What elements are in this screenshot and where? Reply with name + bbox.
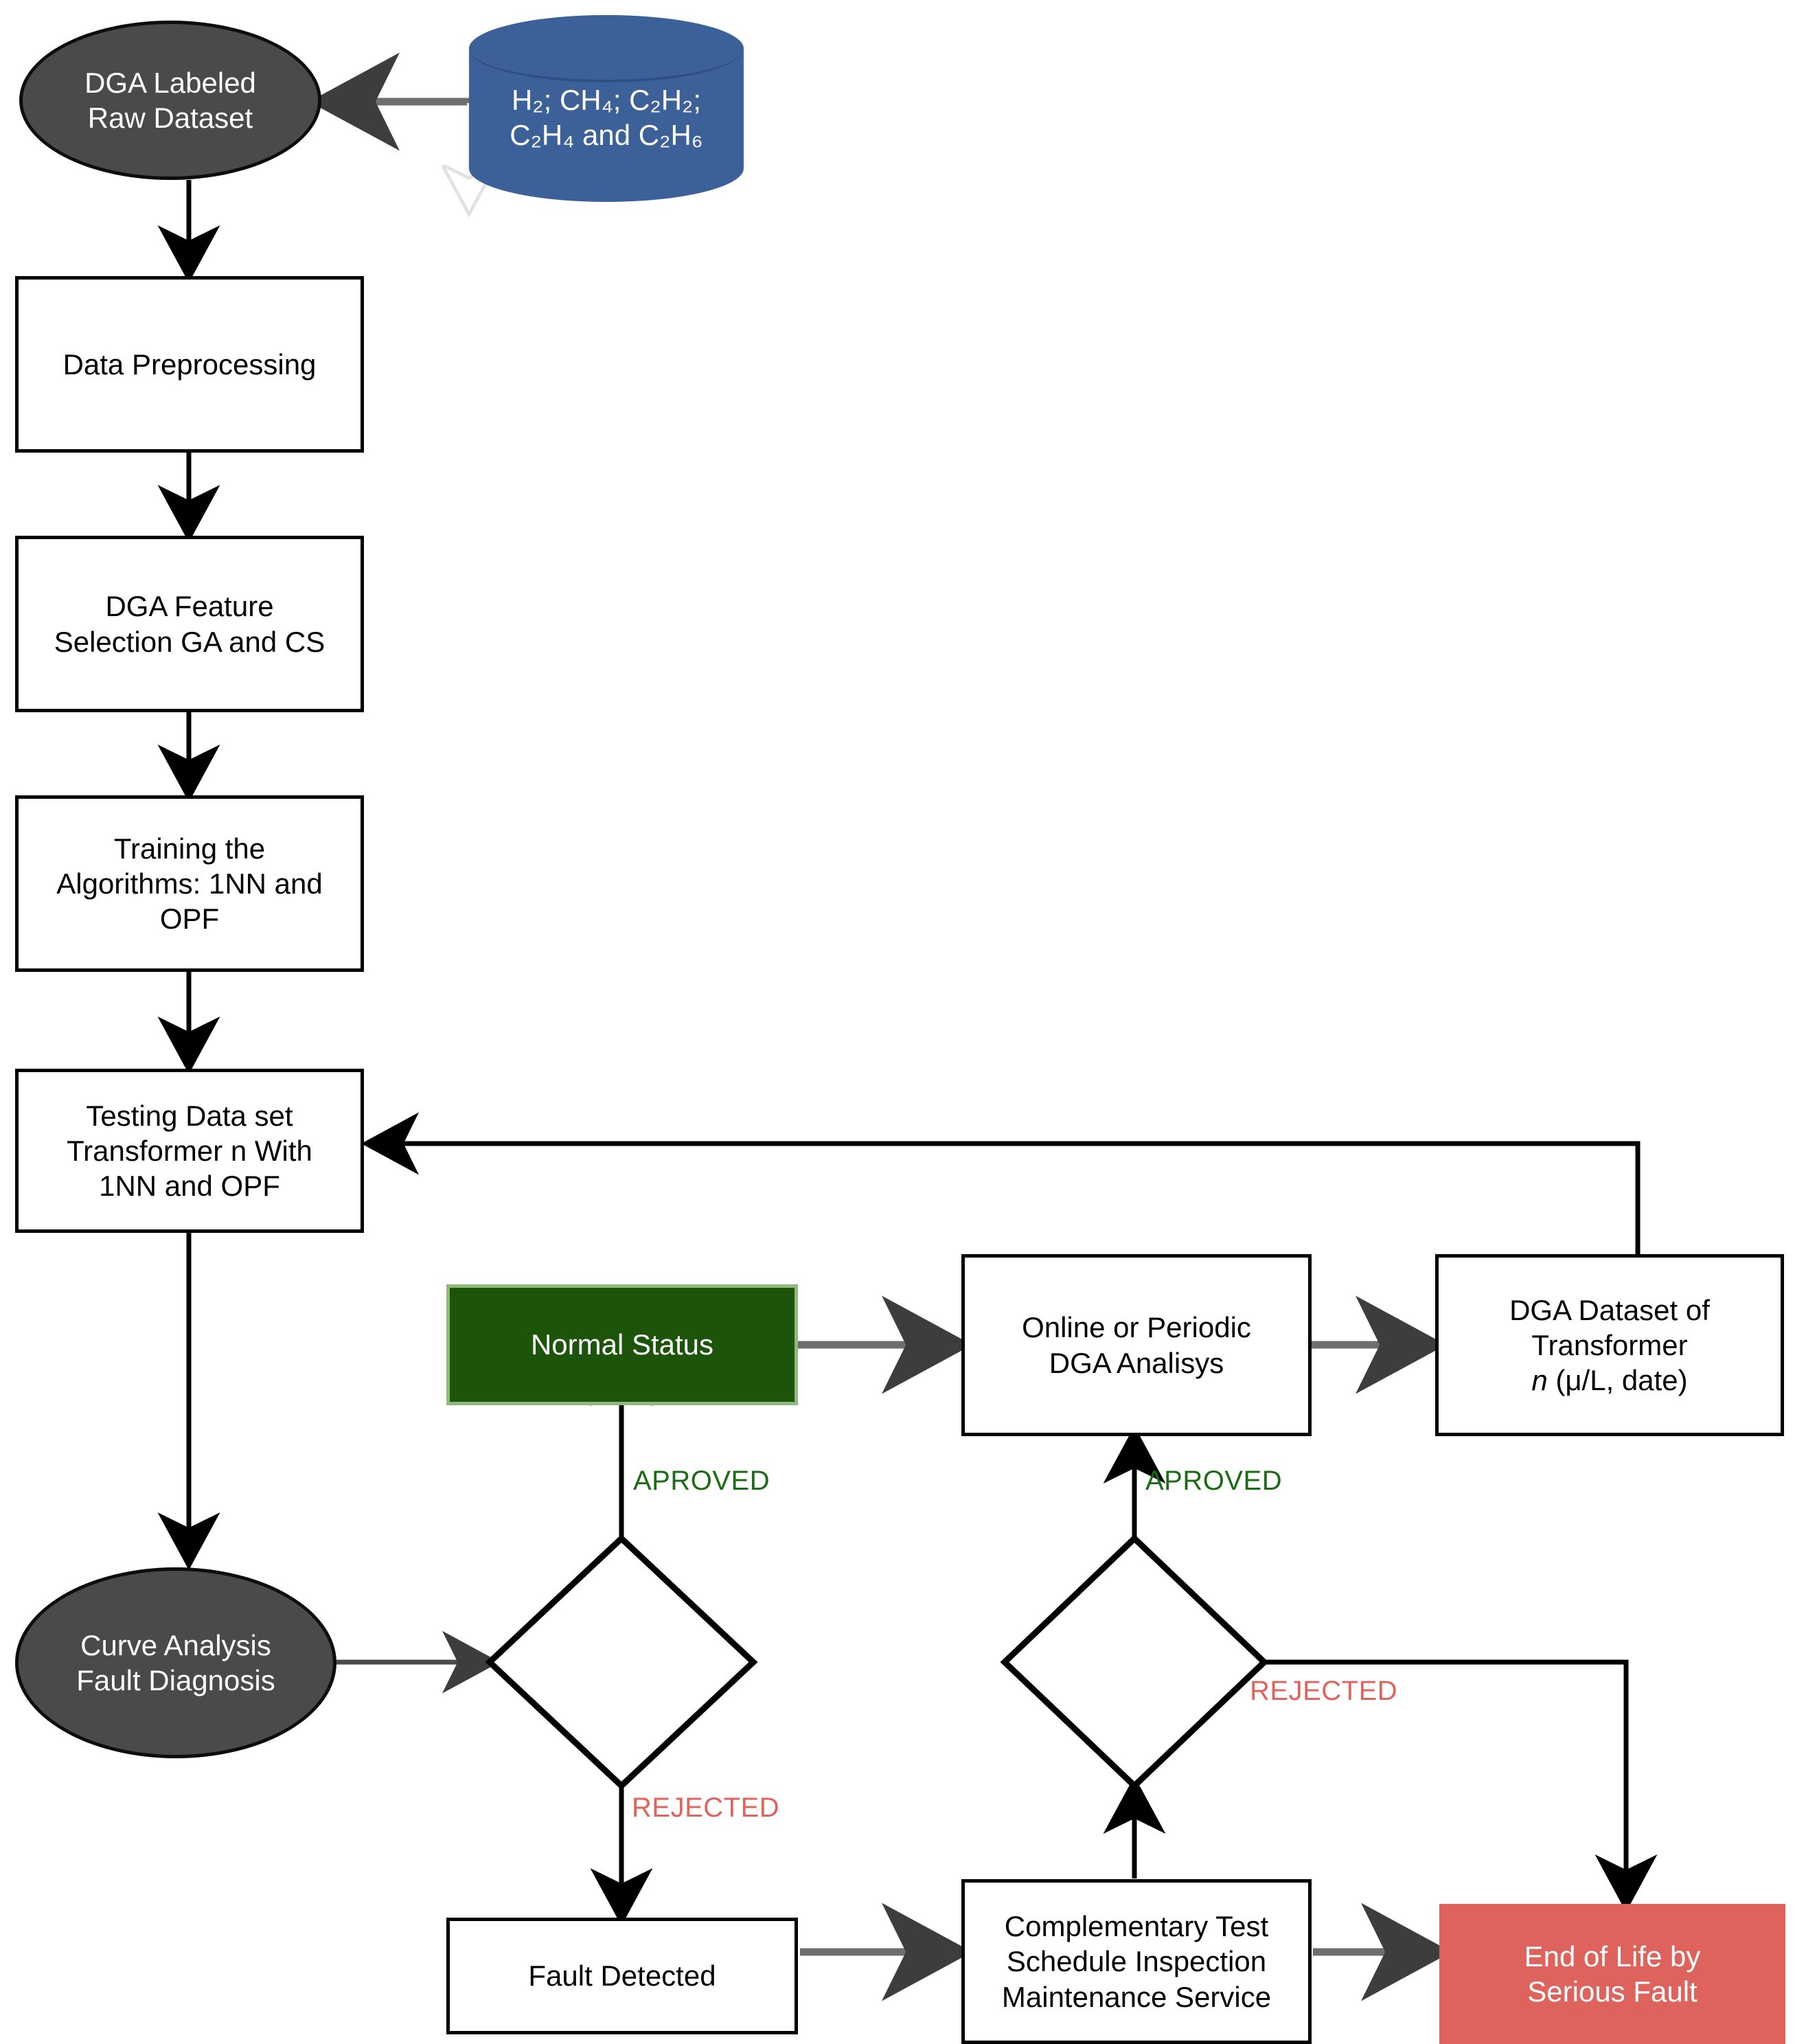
- node-curve-analysis[interactable]: Curve Analysis Fault Diagnosis: [15, 1567, 336, 1758]
- testing-dataset-label: Testing Data set Transformer n With 1NN …: [67, 1099, 312, 1203]
- edge-label-approved-right: APROVED: [1145, 1466, 1283, 1496]
- node-end-of-life[interactable]: End of Life by Serious Fault: [1439, 1904, 1785, 2044]
- node-testing-dataset[interactable]: Testing Data set Transformer n With 1NN …: [15, 1069, 364, 1233]
- node-normal-status[interactable]: Normal Status: [446, 1284, 798, 1405]
- cylinder-top-ellipse: [469, 15, 744, 82]
- node-decision-one[interactable]: [490, 1538, 753, 1786]
- node-data-preprocessing[interactable]: Data Preprocessing: [15, 276, 364, 453]
- dga-dataset-line2: Transformer: [1531, 1328, 1688, 1361]
- node-feature-selection[interactable]: DGA Feature Selection GA and CS: [15, 536, 364, 712]
- training-algorithms-label: Training the Algorithms: 1NN and OPF: [56, 832, 323, 935]
- node-dga-analysis[interactable]: Online or Periodic DGA Analisys: [961, 1254, 1312, 1436]
- curve-analysis-label: Curve Analysis Fault Diagnosis: [76, 1628, 275, 1696]
- node-complementary-test[interactable]: Complementary Test Schedule Inspection M…: [961, 1879, 1312, 2044]
- raw-dataset-label: DGA Labeled Raw Dataset: [84, 66, 256, 134]
- edge-label-rejected-left: REJECTED: [632, 1793, 780, 1823]
- dga-dataset-transformer-index: n: [1531, 1364, 1548, 1397]
- node-decision-two[interactable]: [1005, 1538, 1264, 1786]
- normal-status-label: Normal Status: [530, 1328, 714, 1361]
- gas-database-label: H₂; CH₄; C₂H₂; C₂H₄ and C₂H₆: [510, 83, 703, 151]
- node-fault-detected[interactable]: Fault Detected: [446, 1918, 798, 2034]
- complementary-test-label: Complementary Test Schedule Inspection M…: [1001, 1910, 1272, 2013]
- fault-detected-label: Fault Detected: [528, 1960, 716, 1992]
- edge-label-rejected-right: REJECTED: [1250, 1676, 1398, 1706]
- dga-dataset-units: (μ/L, date): [1547, 1364, 1688, 1397]
- end-of-life-label: End of Life by Serious Fault: [1524, 1940, 1701, 2008]
- node-raw-dataset[interactable]: DGA Labeled Raw Dataset: [19, 21, 321, 180]
- dga-dataset-line1: DGA Dataset of: [1509, 1293, 1710, 1326]
- node-gas-database[interactable]: H₂; CH₄; C₂H₂; C₂H₄ and C₂H₆: [469, 15, 744, 202]
- data-preprocessing-label: Data Preprocessing: [62, 348, 317, 381]
- edge-dga-dataset-feedback-to-testing: [361, 1112, 1641, 1258]
- node-training-algorithms[interactable]: Training the Algorithms: 1NN and OPF: [15, 795, 364, 972]
- dga-analysis-label: Online or Periodic DGA Analisys: [1022, 1311, 1251, 1379]
- edge-label-approved-left: APROVED: [633, 1466, 770, 1496]
- feature-selection-label: DGA Feature Selection GA and CS: [54, 590, 325, 658]
